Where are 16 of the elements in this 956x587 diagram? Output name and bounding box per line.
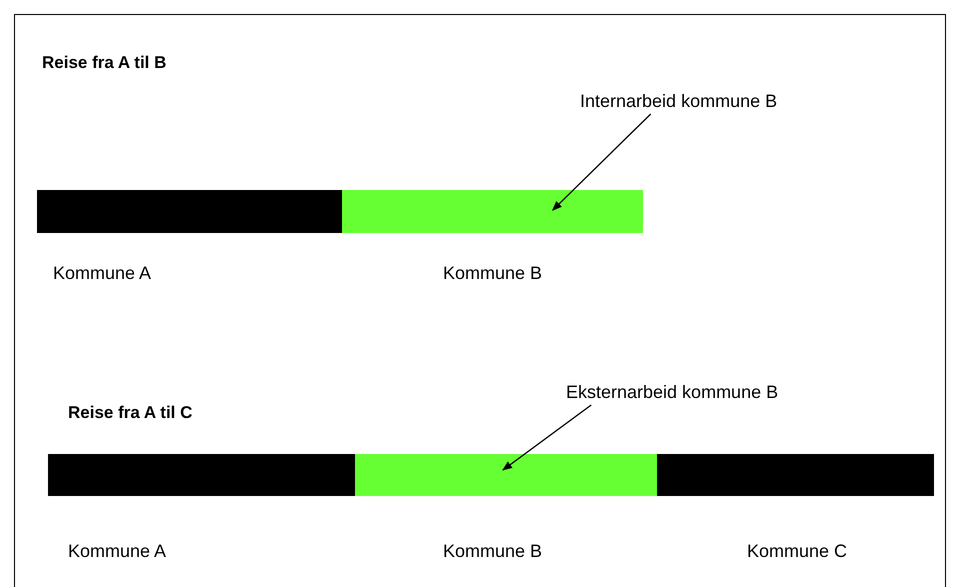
leader-arrow — [552, 114, 652, 211]
region-label: Kommune B — [443, 262, 542, 285]
bar-segment — [342, 190, 643, 233]
region-label: Kommune C — [747, 540, 848, 563]
section-heading: Reise fra A til C — [68, 402, 192, 424]
region-label: Kommune A — [68, 540, 166, 563]
bar-segment — [48, 454, 355, 496]
region-label: Kommune A — [53, 262, 152, 285]
bar-segment — [355, 454, 657, 496]
leader-arrow — [502, 404, 592, 471]
bar-segment — [37, 190, 342, 233]
callout-text: Internarbeid kommune B — [580, 88, 778, 115]
bar-segment — [657, 454, 934, 496]
section-heading: Reise fra A til B — [42, 52, 166, 74]
callout-text: Eksternarbeid kommune B — [566, 379, 778, 406]
region-label: Kommune B — [443, 540, 542, 563]
